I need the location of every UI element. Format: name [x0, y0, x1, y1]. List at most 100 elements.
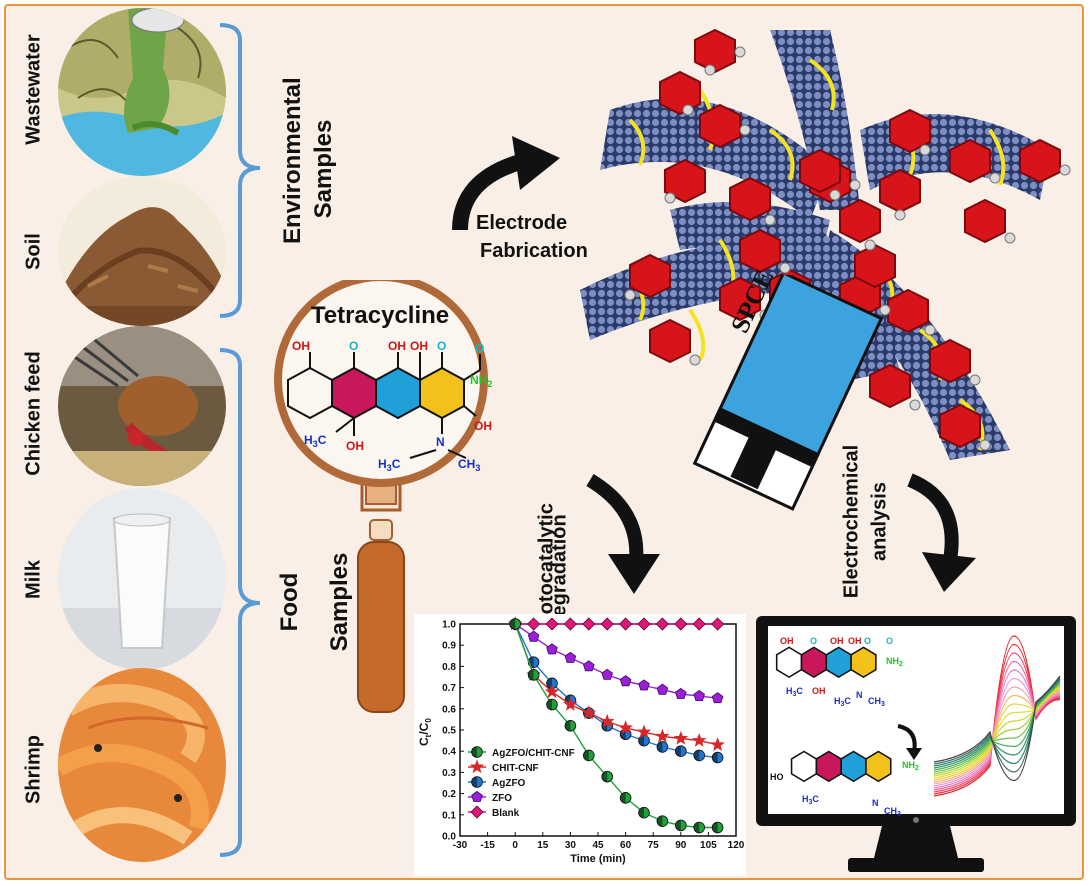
data-point-shade — [583, 750, 589, 761]
legend-label: CHIT-CNF — [492, 763, 539, 774]
molecule-title: Tetracycline — [310, 302, 450, 329]
monitor-atom-ch3-2: CH3 — [884, 806, 901, 818]
monitor-atom-o-3: O — [886, 636, 893, 646]
fabrication-label-line1: Electrode — [476, 212, 568, 234]
spce-electrode — [692, 275, 884, 511]
legend-marker — [470, 805, 484, 819]
voltammogram-curve — [933, 675, 1061, 782]
voltammogram — [933, 635, 1061, 797]
atom-oh-5: OH — [346, 439, 364, 453]
tetracycline-structure: OH O OH OH O O NH2 OH H3C OH N H3C CH3 — [287, 340, 492, 473]
y-tick-label: 0.3 — [442, 768, 456, 779]
shrimp-icon — [58, 668, 226, 862]
x-tick-label: 30 — [565, 840, 577, 851]
sample-label-chicken-feed: Chicken feed — [22, 351, 45, 476]
data-point — [619, 675, 632, 687]
x-tick-label: -30 — [453, 840, 468, 851]
data-point — [544, 684, 560, 699]
series-line — [514, 623, 718, 759]
sample-label-milk: Milk — [22, 560, 45, 599]
atom-ch3: CH3 — [458, 457, 480, 473]
data-point-shade — [657, 741, 663, 753]
fabrication-arrow — [452, 136, 560, 231]
monitor-atom-h3c-2: H3C — [834, 696, 851, 708]
legend-marker — [469, 759, 485, 774]
atom-oh-2: OH — [388, 340, 406, 353]
data-point — [656, 683, 669, 695]
y-tick-label: 0.4 — [442, 747, 456, 758]
data-point — [655, 728, 670, 743]
x-tick-label: 45 — [592, 840, 604, 851]
data-point-shade — [546, 677, 552, 689]
magnifier — [274, 280, 488, 713]
data-point — [710, 737, 725, 752]
data-point — [564, 651, 577, 663]
monitor-atom-nh2-2: NH2 — [902, 760, 919, 772]
data-point-shade — [712, 752, 718, 763]
data-point-shade — [693, 750, 700, 761]
monitor-atom-oh-3: OH — [848, 636, 862, 646]
x-tick-label: 120 — [728, 840, 745, 851]
monitor-atom-h3c: H3C — [786, 686, 803, 698]
data-point — [655, 617, 669, 631]
data-point — [675, 687, 687, 699]
monitor-atom-n-2: N — [872, 798, 879, 808]
photocatalytic-arrow — [586, 473, 660, 594]
chart-panel — [414, 614, 746, 876]
series-line — [514, 623, 718, 699]
monitor-atom-nh2: NH2 — [886, 656, 903, 668]
atom-nh2: NH2 — [470, 373, 492, 389]
data-point — [618, 720, 633, 735]
atom-h3c-2: H3C — [378, 457, 401, 473]
data-point — [527, 630, 540, 642]
y-axis-label: Ct/C0 — [417, 718, 433, 746]
data-point — [582, 617, 596, 631]
data-point — [583, 660, 595, 672]
data-point — [711, 617, 725, 631]
atom-o-1: O — [349, 340, 358, 353]
data-point-shade — [546, 699, 552, 710]
monitor-atom-ho: HO — [770, 772, 784, 782]
monitor-atom-ch3: CH3 — [868, 696, 885, 708]
legend-label: ZFO — [492, 793, 512, 804]
y-tick-label: 0.7 — [442, 683, 456, 694]
y-tick-label: 0.5 — [442, 726, 456, 737]
legend-marker-shade — [471, 776, 477, 788]
electrochemical-label-line2: analysis — [868, 482, 891, 561]
fabrication-label-line2: Fabrication — [480, 240, 588, 262]
monitor-atom-oh-2: OH — [830, 636, 844, 646]
x-tick-label: 105 — [700, 840, 717, 851]
x-tick-label: 15 — [537, 840, 549, 851]
sample-label-shrimp: Shrimp — [22, 735, 45, 804]
y-tick-label: 0.0 — [442, 832, 456, 843]
legend-marker-shade — [471, 746, 477, 758]
data-point-shade — [601, 771, 608, 783]
data-point — [599, 713, 615, 728]
data-point — [693, 690, 705, 701]
data-point-shade — [528, 669, 534, 681]
data-point-shade — [712, 822, 718, 833]
atom-oh-4: OH — [474, 419, 492, 433]
series-line — [514, 623, 718, 829]
legend-label: AgZFO — [492, 778, 526, 789]
x-tick-label: 0 — [512, 840, 518, 851]
sample-label-wastewater: Wastewater — [22, 34, 45, 145]
data-point-shade — [565, 720, 571, 732]
atom-o-3: O — [475, 341, 484, 355]
chicken-feed-icon — [58, 326, 226, 486]
milk-icon — [58, 488, 226, 670]
soil-icon — [58, 176, 226, 326]
data-point — [563, 617, 577, 631]
monitor-atom-oh-4: OH — [812, 686, 826, 696]
monitor-atom-oh-1: OH — [780, 636, 794, 646]
data-point — [545, 617, 559, 631]
monitor-atom-o-2: O — [864, 636, 871, 646]
atom-oh-3: OH — [410, 340, 428, 353]
data-point-shade — [693, 822, 700, 833]
data-point-shade — [620, 792, 626, 804]
environmental-label-line1: Environmental — [279, 77, 306, 244]
y-tick-label: 0.8 — [442, 662, 456, 673]
monitor-atom-o-1: O — [810, 636, 817, 646]
data-point — [601, 668, 613, 680]
